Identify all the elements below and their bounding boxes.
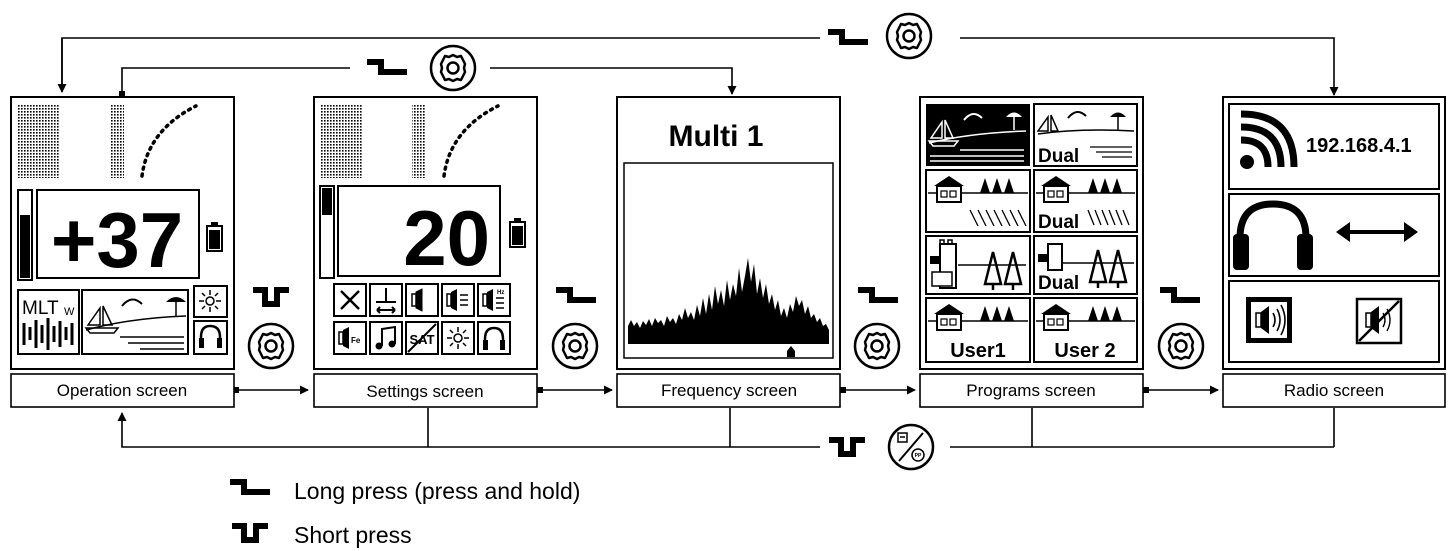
program-park-tile xyxy=(925,235,1031,295)
frequency-screen-label: Frequency screen xyxy=(661,381,797,400)
reset-x-icon xyxy=(340,290,360,310)
battery-icon xyxy=(206,222,223,252)
fe-label: Fe xyxy=(351,336,361,345)
signal-bar xyxy=(110,104,124,178)
pinpoint-button-icon: PP xyxy=(887,423,935,471)
operation-screen-label: Operation screen xyxy=(57,381,187,400)
programs-screen-label: Programs screen xyxy=(966,381,1095,400)
frequency-bars-icon xyxy=(22,318,74,350)
long-press-symbol-settings xyxy=(367,62,407,72)
connector-squares xyxy=(119,91,1149,393)
navigation-connectors xyxy=(57,37,1339,448)
frequency-screen: Multi 1 xyxy=(616,96,841,370)
wireless-headphones-icon xyxy=(1233,200,1313,270)
backlight-icon xyxy=(447,327,469,349)
program-field-dual-tile: Dual xyxy=(1033,169,1138,233)
program-user2-tile: User 2 xyxy=(1033,297,1138,363)
headphones-icon xyxy=(483,326,505,350)
radio-screen: 192.168.4.1 xyxy=(1222,96,1446,370)
target-id-value: +37 xyxy=(51,196,183,284)
headphones-icon xyxy=(193,320,228,355)
dual-label: Dual xyxy=(1038,146,1079,167)
settings-screen-label: Settings screen xyxy=(366,382,483,401)
speaker-off-icon xyxy=(1355,297,1403,345)
svg-text:PP: PP xyxy=(915,453,922,459)
speaker-on-icon xyxy=(1246,297,1292,343)
noise-spectrum xyxy=(628,258,829,344)
frequency-marker xyxy=(787,346,795,357)
depth-bar xyxy=(321,104,363,178)
legend-short-press-text: Short press xyxy=(294,522,412,548)
sat-label: SAT xyxy=(409,332,434,347)
radio-screen-label: Radio screen xyxy=(1284,381,1384,400)
legend-short-press-icon xyxy=(232,526,268,540)
wifi-icon xyxy=(1240,110,1298,169)
program-beach-dual-tile: Dual xyxy=(1033,103,1138,167)
gear-button-icon-4 xyxy=(1157,322,1205,370)
backlight-icon xyxy=(193,285,228,318)
short-press-symbol-1 xyxy=(253,290,289,304)
settings-screen-label-box[interactable] xyxy=(313,373,538,408)
short-press-symbol-bottom xyxy=(829,440,865,454)
long-press-symbol-3 xyxy=(858,290,898,300)
program-park-dual-tile: Dual xyxy=(1033,235,1138,295)
hz-label: Hz xyxy=(497,290,504,296)
tone-frequency-icon: Hz xyxy=(482,289,504,311)
gear-button-icon-2 xyxy=(551,322,599,370)
gear-button-icon-top xyxy=(885,12,933,60)
frequency-title: Multi 1 xyxy=(669,120,764,153)
programs-screen-label-box[interactable] xyxy=(919,373,1144,408)
legend-long-press-icon xyxy=(230,482,270,492)
legend-long-press-text: Long press (press and hold) xyxy=(294,478,580,504)
operation-screen-label-box[interactable] xyxy=(10,373,235,408)
dual-label: Dual xyxy=(1038,212,1079,233)
mode-sub-label: W xyxy=(64,306,75,318)
settings-screen: 20 xyxy=(313,96,538,370)
gear-button-icon-1 xyxy=(247,322,295,370)
dual-label: Dual xyxy=(1038,273,1079,294)
radio-screen-label-box[interactable] xyxy=(1222,373,1446,408)
discrimination-curve xyxy=(442,104,500,178)
tone-volume-icon xyxy=(446,289,468,311)
program-user1-tile: User1 xyxy=(925,297,1031,363)
gear-button-icon-3 xyxy=(853,322,901,370)
battery-icon xyxy=(509,218,526,248)
depth-bar xyxy=(18,104,60,178)
signal-bar xyxy=(412,104,426,178)
program-beach-tile xyxy=(926,104,1030,166)
long-press-symbol-top xyxy=(828,32,868,42)
pairing-arrow-icon xyxy=(1336,222,1418,242)
volume-icon xyxy=(411,288,423,312)
programs-screen: Dual Dual xyxy=(919,96,1144,370)
iron-volume-icon: Fe xyxy=(338,327,361,349)
long-press-symbol-4 xyxy=(1160,290,1200,300)
mode-label: MLT xyxy=(22,298,59,319)
frequency-screen-label-box[interactable] xyxy=(616,373,841,408)
program-field-tile xyxy=(925,169,1031,233)
user2-label: User 2 xyxy=(1054,340,1115,362)
beach-program-icon xyxy=(81,289,189,355)
sat-icon: SAT xyxy=(407,323,437,353)
gear-button-icon-settings xyxy=(429,44,477,92)
music-note-icon xyxy=(375,325,396,350)
setting-value: 20 xyxy=(403,194,490,282)
discrimination-curve xyxy=(140,104,198,178)
long-press-symbol-2 xyxy=(556,290,596,300)
ip-address: 192.168.4.1 xyxy=(1306,135,1412,157)
ground-balance-icon xyxy=(376,288,396,314)
operation-screen: +37 MLT W xyxy=(10,96,235,370)
user1-label: User1 xyxy=(950,340,1006,362)
